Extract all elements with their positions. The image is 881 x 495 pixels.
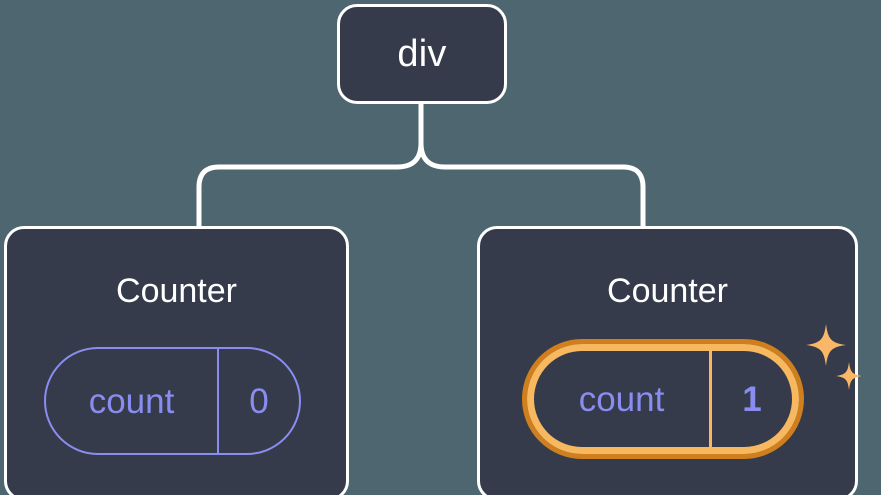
node-div-label: div bbox=[397, 33, 447, 75]
connector-left bbox=[196, 100, 424, 231]
card-title-left: Counter bbox=[116, 272, 237, 310]
state-value-right: 1 bbox=[742, 379, 762, 419]
sparkle-large-icon bbox=[806, 324, 846, 366]
state-value-left: 0 bbox=[249, 381, 269, 421]
card-title-right: Counter bbox=[607, 272, 728, 310]
state-pill-count-right[interactable]: count 1 bbox=[522, 339, 804, 459]
state-pill-inner-ring: count 1 bbox=[527, 344, 799, 454]
sparkle-icon bbox=[806, 324, 862, 390]
connector-right bbox=[418, 100, 646, 231]
component-card-counter-left[interactable]: Counter count 0 bbox=[4, 226, 349, 495]
node-div[interactable]: div bbox=[337, 4, 507, 104]
component-card-counter-right[interactable]: Counter count 1 bbox=[477, 226, 862, 495]
sparkle-small-icon bbox=[836, 362, 862, 390]
state-name-left: count bbox=[46, 349, 219, 453]
state-name-right: count bbox=[534, 351, 712, 447]
state-pill-count-left[interactable]: count 0 bbox=[44, 347, 301, 455]
